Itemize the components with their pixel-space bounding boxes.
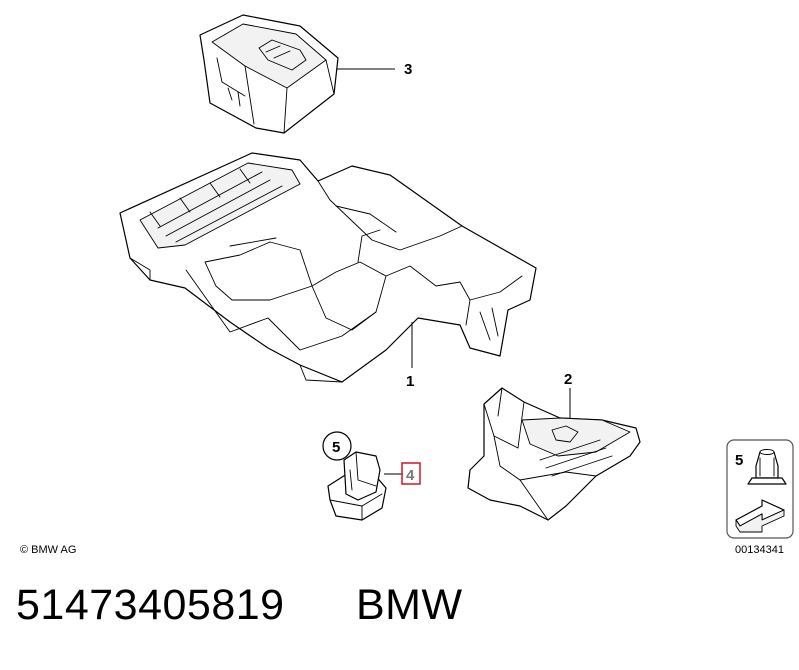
part-number: 51473405819 — [16, 581, 285, 629]
part-5-push-nut-legend — [726, 439, 794, 539]
copyright-text: © BMW AG — [20, 544, 76, 556]
callout-5-legend: 5 — [735, 452, 743, 469]
maker-name: BMW — [356, 581, 463, 629]
callout-5-bubble: 5 — [322, 431, 352, 461]
callout-5: 5 — [332, 439, 340, 456]
callout-2: 2 — [564, 371, 572, 388]
callout-3: 3 — [404, 61, 412, 78]
image-number: 00134341 — [735, 544, 784, 556]
part-2-side-bracket — [467, 387, 641, 521]
callout-1: 1 — [406, 373, 414, 390]
callout-4-box: 4 — [401, 462, 421, 485]
callout-4: 4 — [406, 467, 415, 484]
part-3-storage-tray — [199, 14, 339, 134]
part-1-trunk-insert — [119, 152, 537, 383]
part-4-clip — [327, 451, 387, 521]
